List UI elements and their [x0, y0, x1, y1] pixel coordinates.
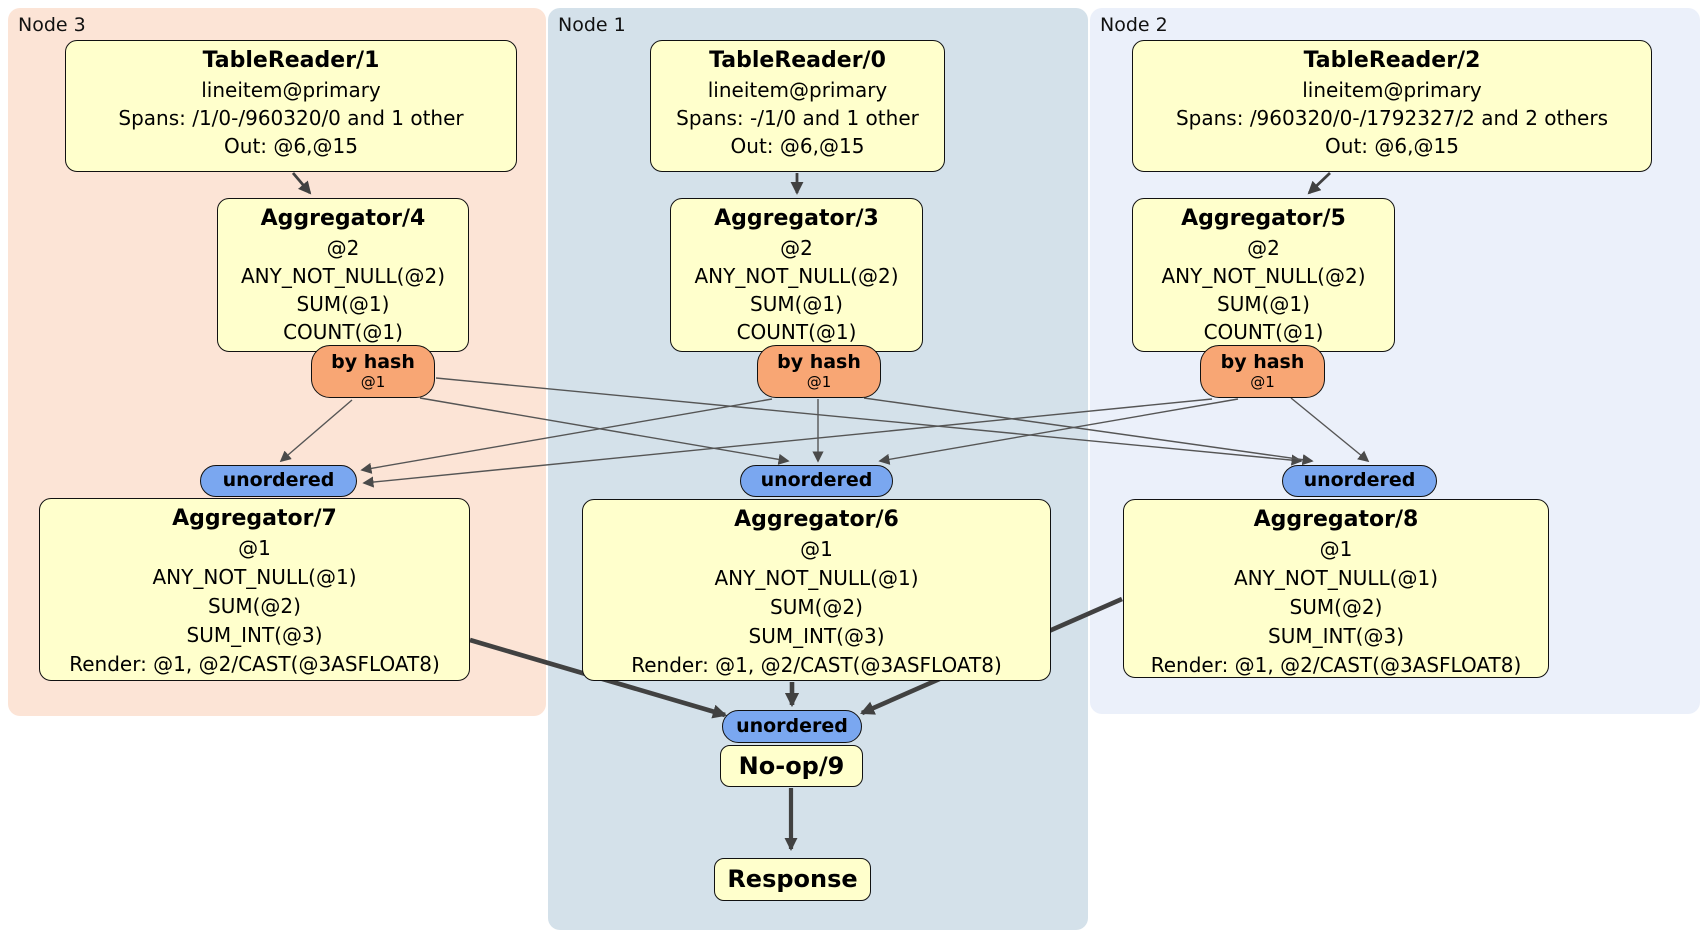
- hash-router-detail: @1: [1250, 373, 1275, 391]
- sync-unordered-node2: unordered: [1282, 465, 1437, 497]
- agg-fn: SUM(@1): [296, 292, 390, 316]
- sync-label: unordered: [1303, 469, 1416, 491]
- agg-fn: COUNT(@1): [283, 320, 403, 344]
- tablereader-to-aggregator-edges: [291, 171, 1331, 195]
- processor-title: Aggregator/3: [714, 206, 879, 231]
- agg-group-cols: @1: [800, 537, 833, 561]
- processor-spans: Spans: -/1/0 and 1 other: [676, 106, 919, 130]
- processor-title: No-op/9: [738, 752, 845, 780]
- processor-tablereader-2: TableReader/2 lineitem@primary Spans: /9…: [1132, 40, 1652, 172]
- agg-fn: SUM(@1): [1217, 292, 1310, 316]
- processor-aggregator-3: Aggregator/3 @2 ANY_NOT_NULL(@2) SUM(@1)…: [670, 198, 923, 352]
- sync-label: unordered: [222, 469, 335, 491]
- edge-hash3-sync2: [435, 377, 1303, 466]
- agg-fn: SUM_INT(@3): [1268, 624, 1404, 648]
- agg-fn: ANY_NOT_NULL(@1): [152, 565, 357, 589]
- processor-aggregator-6: Aggregator/6 @1 ANY_NOT_NULL(@1) SUM(@2)…: [582, 499, 1051, 681]
- agg-fn: COUNT(@1): [1203, 320, 1324, 344]
- agg-group-cols: @2: [1247, 236, 1280, 260]
- sync-unordered-node3: unordered: [200, 465, 357, 497]
- agg-fn: SUM(@2): [770, 595, 863, 619]
- hash-router-label: by hash: [331, 351, 415, 373]
- agg-fn: ANY_NOT_NULL(@2): [1161, 264, 1366, 288]
- processor-title: Response: [727, 865, 858, 893]
- processor-tablereader-0: TableReader/0 lineitem@primary Spans: -/…: [650, 40, 945, 172]
- processor-aggregator-8: Aggregator/8 @1 ANY_NOT_NULL(@1) SUM(@2)…: [1123, 499, 1549, 678]
- processor-title: Aggregator/8: [1253, 507, 1419, 532]
- processor-table: lineitem@primary: [201, 78, 381, 102]
- edge-hash3-sync3: [279, 399, 353, 463]
- hash-router-node3: by hash @1: [311, 345, 435, 398]
- processor-out: Out: @6,@15: [730, 134, 865, 158]
- sync-label: unordered: [760, 469, 873, 491]
- edge-hash1-sync3: [360, 398, 773, 474]
- agg-fn: SUM_INT(@3): [186, 623, 323, 647]
- agg-group-cols: @1: [1319, 537, 1353, 561]
- agg-fn: SUM_INT(@3): [748, 624, 885, 648]
- agg-render: Render: @1, @2/CAST(@3ASFLOAT8): [631, 653, 1002, 677]
- agg-render: Render: @1, @2/CAST(@3ASFLOAT8): [69, 652, 440, 676]
- processor-tablereader-1: TableReader/1 lineitem@primary Spans: /1…: [65, 40, 517, 172]
- hash-router-node2: by hash @1: [1200, 345, 1325, 398]
- processor-aggregator-7: Aggregator/7 @1 ANY_NOT_NULL(@1) SUM(@2)…: [39, 498, 470, 681]
- processor-table: lineitem@primary: [1302, 78, 1482, 102]
- processor-title: Aggregator/5: [1181, 206, 1346, 231]
- agg-fn: SUM(@1): [750, 292, 843, 316]
- hash-router-detail: @1: [360, 373, 386, 391]
- node3-label: Node 3: [18, 14, 86, 36]
- processor-aggregator-5: Aggregator/5 @2 ANY_NOT_NULL(@2) SUM(@1)…: [1132, 198, 1395, 352]
- node2-label: Node 2: [1100, 14, 1168, 36]
- agg-fn: SUM(@2): [1289, 595, 1383, 619]
- processor-spans: Spans: /960320/0-/1792327/2 and 2 others: [1175, 106, 1608, 130]
- agg-fn: COUNT(@1): [736, 320, 857, 344]
- processor-title: Aggregator/4: [260, 206, 426, 231]
- processor-aggregator-4: Aggregator/4 @2 ANY_NOT_NULL(@2) SUM(@1)…: [217, 198, 469, 352]
- hash-router-to-sync-edges: [279, 377, 1370, 488]
- agg-fn: ANY_NOT_NULL(@2): [241, 264, 445, 288]
- agg-fn: ANY_NOT_NULL(@1): [1234, 566, 1438, 590]
- edge-hash2-sync1: [878, 398, 1239, 465]
- edge-tr1-agg4: [291, 172, 312, 195]
- edge-hash1-sync2: [863, 397, 1314, 466]
- edge-hash3-sync1: [419, 397, 790, 465]
- agg-group-cols: @1: [238, 536, 271, 560]
- processor-spans: Spans: /1/0-/960320/0 and 1 other: [118, 106, 464, 130]
- node1-label: Node 1: [558, 14, 626, 36]
- processor-title: TableReader/0: [709, 48, 886, 73]
- edge-hash2-sync2: [1290, 397, 1370, 463]
- processor-title: TableReader/1: [202, 48, 380, 73]
- agg-fn: ANY_NOT_NULL(@1): [714, 566, 919, 590]
- edge-hash2-sync3: [362, 398, 1213, 488]
- response-box: Response: [714, 858, 871, 901]
- edge-tr2-agg5: [1307, 171, 1331, 195]
- hash-router-label: by hash: [1220, 351, 1305, 373]
- hash-router-detail: @1: [806, 373, 832, 391]
- processor-title: TableReader/2: [1303, 48, 1481, 73]
- agg-fn: SUM(@2): [208, 594, 301, 618]
- sync-unordered-node1: unordered: [740, 465, 893, 497]
- processor-table: lineitem@primary: [707, 78, 888, 102]
- agg-fn: ANY_NOT_NULL(@2): [694, 264, 899, 288]
- sync-label: unordered: [736, 715, 848, 737]
- agg-group-cols: @2: [780, 236, 813, 260]
- processor-title: Aggregator/6: [734, 507, 899, 532]
- processor-out: Out: @6,@15: [1325, 134, 1459, 158]
- agg-render: Render: @1, @2/CAST(@3ASFLOAT8): [1150, 653, 1522, 677]
- processor-noop-9: No-op/9: [720, 745, 863, 787]
- hash-router-label: by hash: [777, 351, 861, 373]
- sync-unordered-final: unordered: [722, 710, 862, 743]
- agg-group-cols: @2: [326, 236, 360, 260]
- processor-out: Out: @6,@15: [224, 134, 358, 158]
- hash-router-node1: by hash @1: [757, 345, 881, 398]
- processor-title: Aggregator/7: [172, 506, 337, 531]
